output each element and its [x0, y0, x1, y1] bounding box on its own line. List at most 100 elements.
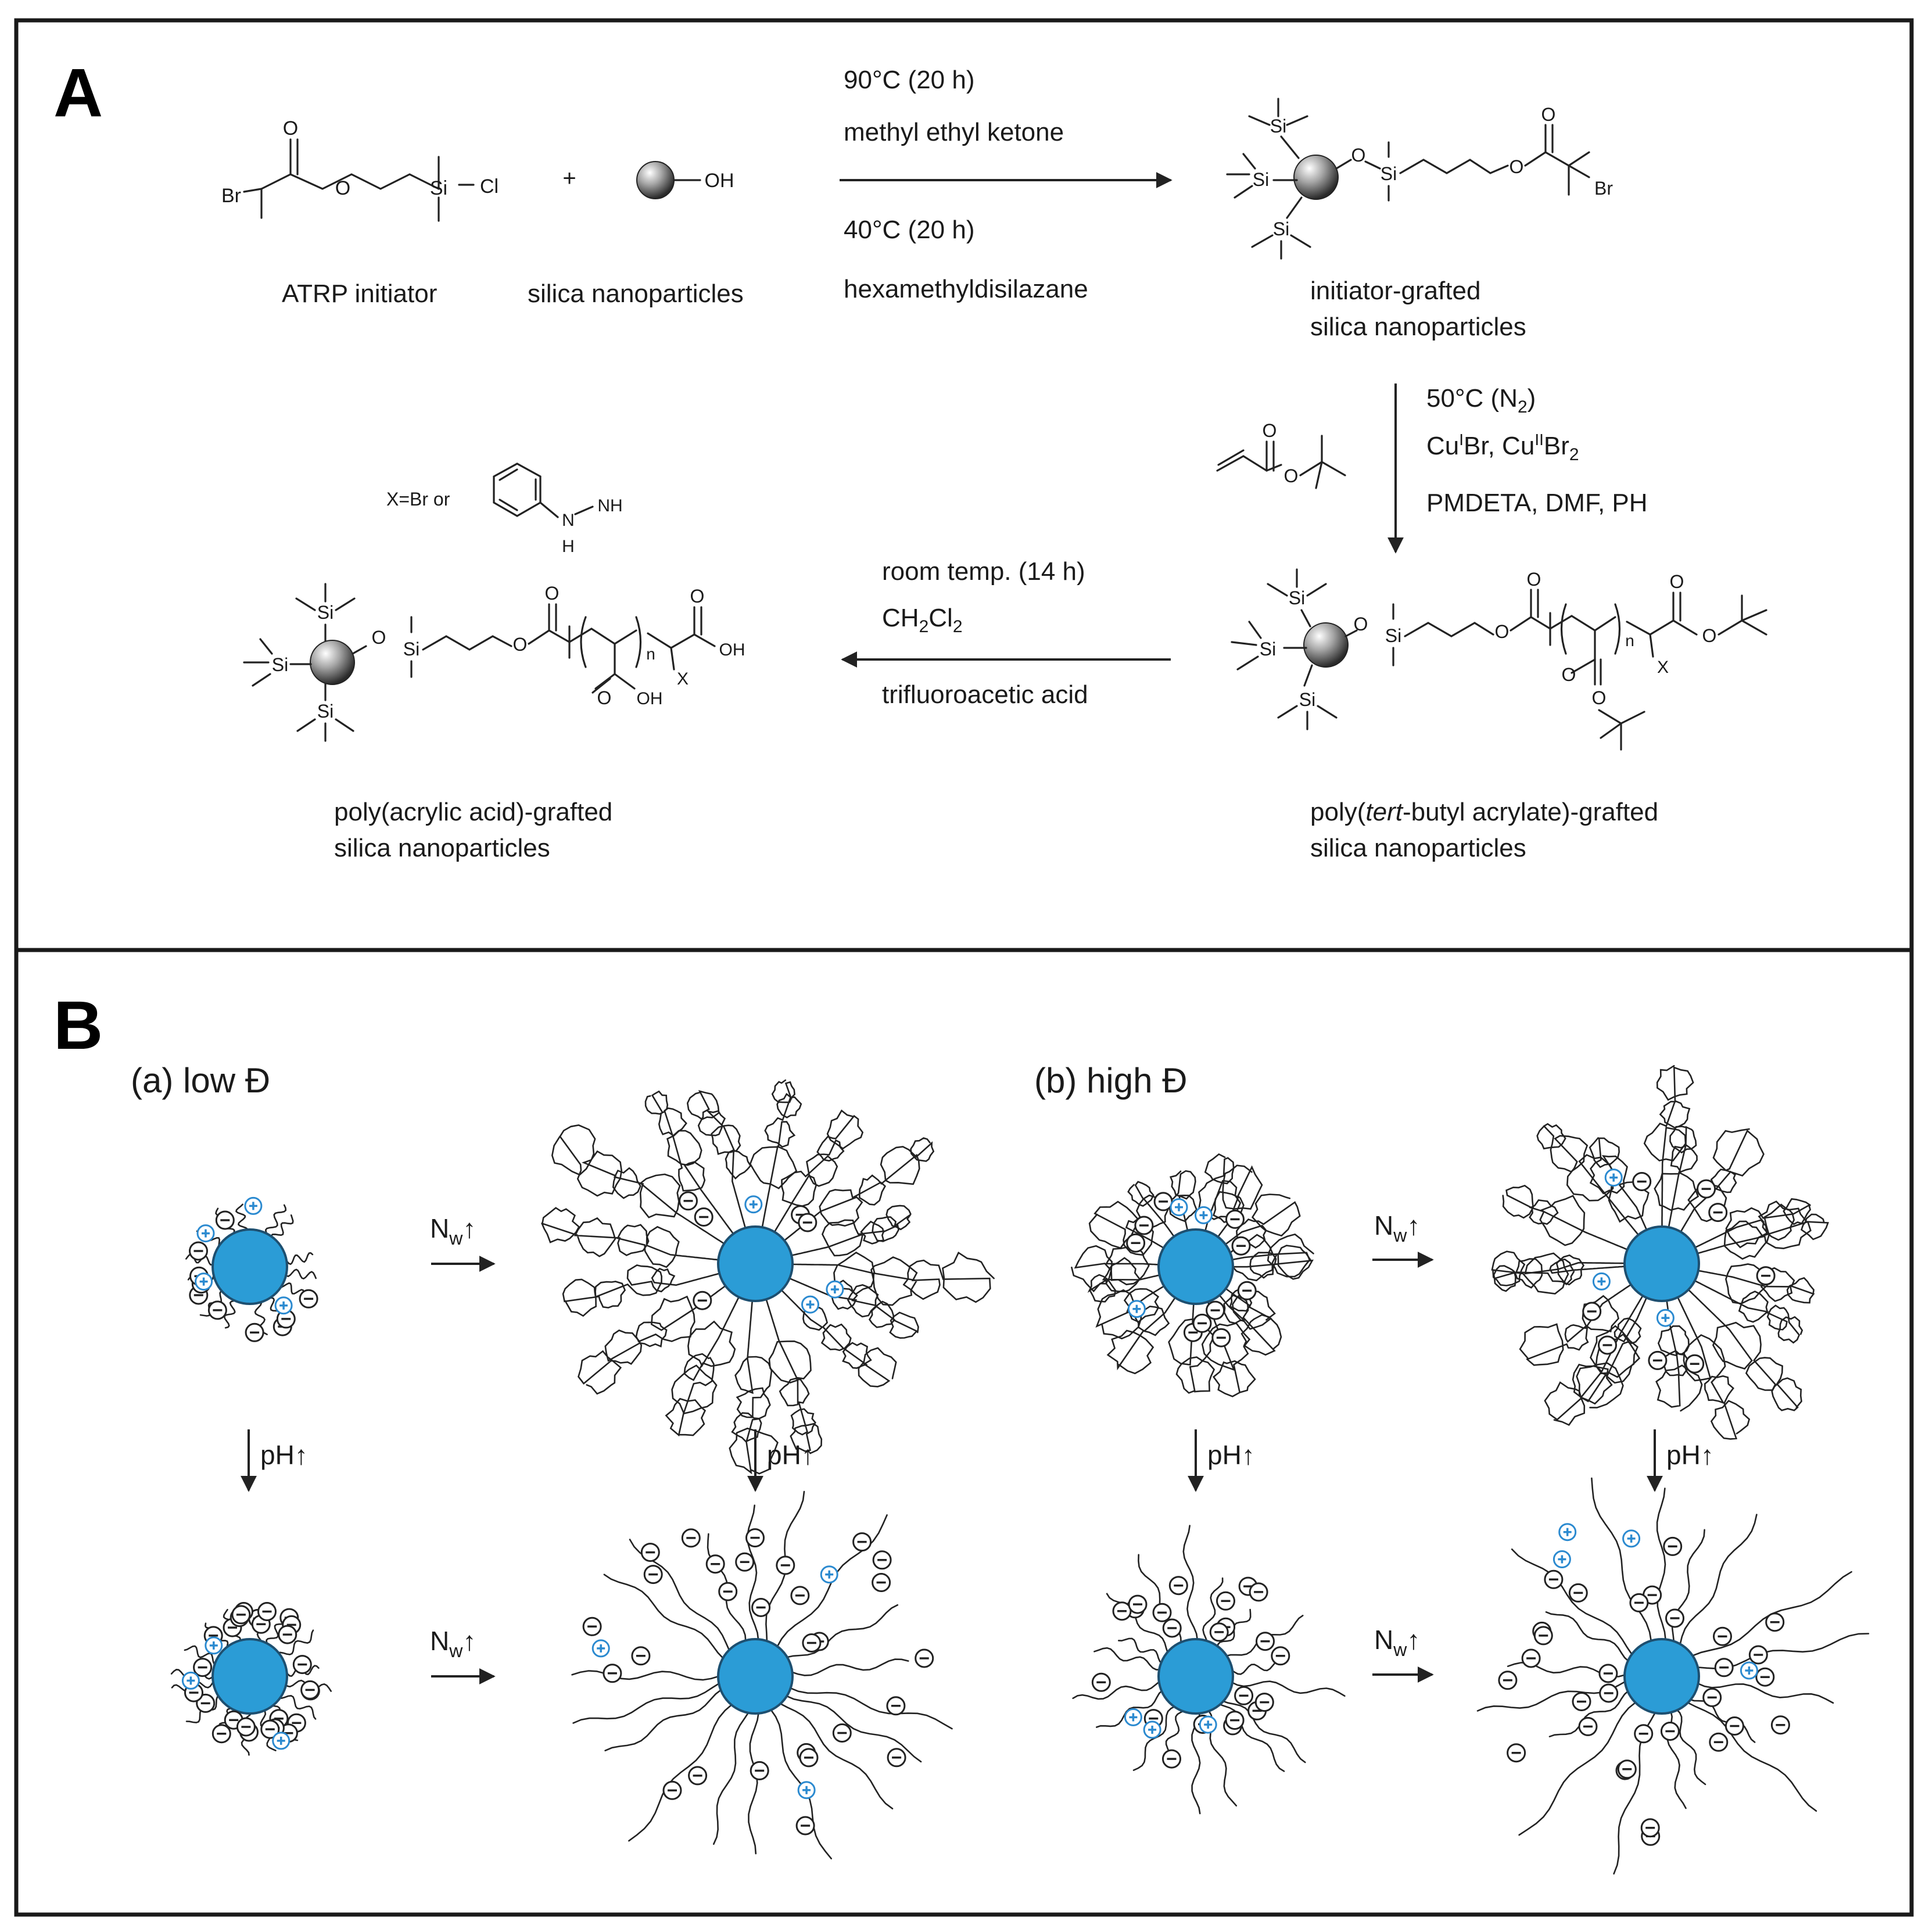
- svg-text:NH: NH: [597, 496, 622, 515]
- svg-text:Nw↑: Nw↑: [1374, 1625, 1420, 1660]
- svg-text:Cl: Cl: [480, 175, 499, 198]
- svg-text:n: n: [646, 645, 655, 663]
- particle-a-bottom-right: [571, 1490, 953, 1859]
- ph-arrow-b-right: pH↑: [1647, 1429, 1714, 1492]
- svg-text:O: O: [1284, 465, 1299, 486]
- svg-text:Si: Si: [1260, 639, 1276, 659]
- svg-text:Nw↑: Nw↑: [430, 1626, 476, 1661]
- ph-arrow-a-right: pH↑: [747, 1429, 815, 1492]
- particle-b-top-left: [1071, 1153, 1314, 1397]
- step1-reagent: hexamethyldisilazane: [844, 275, 1088, 303]
- step3-temp: room temp. (14 h): [882, 557, 1085, 586]
- nw-arrow-a-bottom: Nw↑: [430, 1626, 496, 1684]
- svg-text:n: n: [1625, 632, 1634, 650]
- panel-a-letter: A: [53, 55, 103, 131]
- svg-text:Si: Si: [1273, 218, 1289, 239]
- svg-text:Si: Si: [1299, 689, 1315, 710]
- svg-text:O: O: [1495, 621, 1510, 642]
- label-atrp-initiator: ATRP initiator: [282, 279, 437, 308]
- silica-nanoparticle-structure: OH: [636, 161, 734, 199]
- step3-solvent: CH2Cl2: [882, 604, 963, 636]
- label-ptba-line1: poly(tert-butyl acrylate)-grafted: [1310, 798, 1658, 826]
- nw-arrow-a-top: Nw↑: [430, 1213, 496, 1272]
- svg-text:pH↑: pH↑: [1207, 1440, 1255, 1470]
- svg-text:Si: Si: [1253, 169, 1269, 190]
- label-paa-line1: poly(acrylic acid)-grafted: [334, 798, 612, 826]
- svg-text:O: O: [1354, 614, 1368, 635]
- nw-arrow-b-bottom: Nw↑: [1372, 1625, 1434, 1683]
- svg-text:Si: Si: [403, 639, 419, 659]
- svg-text:O: O: [1541, 104, 1556, 125]
- svg-text:N: N: [562, 511, 575, 530]
- svg-text:Si: Si: [317, 701, 334, 722]
- svg-text:O: O: [1351, 145, 1366, 166]
- atrp-initiator-structure: Br O O Si Cl: [221, 117, 499, 222]
- step1-solvent: methyl ethyl ketone: [844, 118, 1064, 146]
- panel-b-letter: B: [53, 987, 103, 1064]
- svg-text:O: O: [513, 634, 528, 655]
- svg-text:O: O: [1263, 420, 1277, 441]
- svg-text:O: O: [283, 117, 298, 139]
- svg-text:X: X: [677, 669, 689, 689]
- svg-text:Si: Si: [1381, 163, 1397, 184]
- step2-temp: 50°C (N2): [1426, 384, 1536, 417]
- ph-arrow-a-left: pH↑: [241, 1429, 308, 1492]
- particle-a-top-left: [185, 1196, 318, 1343]
- svg-text:OH: OH: [637, 689, 663, 708]
- step3-reagent: trifluoroacetic acid: [882, 680, 1088, 709]
- particle-b-bottom-right: [1476, 1477, 1870, 1875]
- step2-reagents: PMDETA, DMF, PH: [1426, 489, 1648, 517]
- ptba-grafted-structure: Si Si Si O Si O O n X O O: [1231, 568, 1767, 751]
- step2-catalyst: CuIBr, CuIIBr2: [1426, 431, 1579, 464]
- nw-arrow-b-top: Nw↑: [1372, 1210, 1434, 1268]
- svg-text:pH↑: pH↑: [767, 1440, 815, 1470]
- high-dispersity-title: (b) high Đ: [1034, 1061, 1187, 1100]
- label-paa-line2: silica nanoparticles: [334, 834, 550, 862]
- particle-b-top-right: [1491, 1064, 1829, 1440]
- svg-text:O: O: [335, 177, 350, 199]
- label-grafted-line2: silica nanoparticles: [1310, 313, 1526, 341]
- svg-text:Si: Si: [430, 177, 447, 199]
- paa-grafted-structure: Si Si Si O Si O O n X O OH: [243, 583, 745, 742]
- svg-text:O: O: [1527, 569, 1541, 590]
- label-grafted-line1: initiator-grafted: [1310, 277, 1480, 305]
- svg-text:H: H: [562, 537, 575, 556]
- label-ptba-line2: silica nanoparticles: [1310, 834, 1526, 862]
- svg-text:Si: Si: [317, 602, 334, 623]
- label-silica-nanoparticles: silica nanoparticles: [528, 279, 744, 308]
- svg-text:O: O: [1670, 571, 1684, 592]
- svg-text:O: O: [1562, 664, 1576, 685]
- svg-text:OH: OH: [719, 640, 745, 659]
- svg-text:O: O: [690, 586, 705, 607]
- svg-text:Si: Si: [272, 654, 288, 675]
- svg-text:Nw↑: Nw↑: [430, 1213, 476, 1249]
- svg-text:Br: Br: [221, 185, 241, 207]
- svg-text:O: O: [597, 687, 612, 708]
- tba-monomer-structure: O O: [1216, 420, 1346, 489]
- ph-arrow-b-left: pH↑: [1188, 1429, 1255, 1492]
- svg-text:O: O: [1702, 625, 1717, 646]
- plus-sign: +: [562, 166, 576, 191]
- step1-temp: 90°C (20 h): [844, 66, 974, 94]
- svg-text:O: O: [545, 583, 560, 604]
- svg-text:O: O: [1510, 156, 1524, 177]
- svg-text:Br: Br: [1594, 178, 1613, 199]
- low-dispersity-title: (a) low Đ: [131, 1061, 270, 1100]
- particle-b-bottom-left: [1072, 1525, 1346, 1815]
- step1-temp2: 40°C (20 h): [844, 216, 974, 244]
- svg-text:Si: Si: [1289, 587, 1305, 608]
- svg-text:Nw↑: Nw↑: [1374, 1210, 1420, 1246]
- svg-text:O: O: [372, 627, 386, 648]
- svg-text:X: X: [1657, 658, 1669, 677]
- svg-text:O: O: [1592, 687, 1607, 708]
- svg-text:OH: OH: [705, 170, 734, 192]
- particle-a-bottom-left: [170, 1601, 332, 1756]
- svg-text:Si: Si: [1270, 116, 1286, 137]
- particle-a-top-right: [541, 1079, 995, 1475]
- svg-text:X=Br or: X=Br or: [386, 489, 450, 510]
- svg-text:Si: Si: [1385, 625, 1401, 646]
- svg-text:pH↑: pH↑: [260, 1440, 308, 1470]
- particle-diagrams: [170, 1064, 1870, 1875]
- svg-text:pH↑: pH↑: [1666, 1440, 1714, 1470]
